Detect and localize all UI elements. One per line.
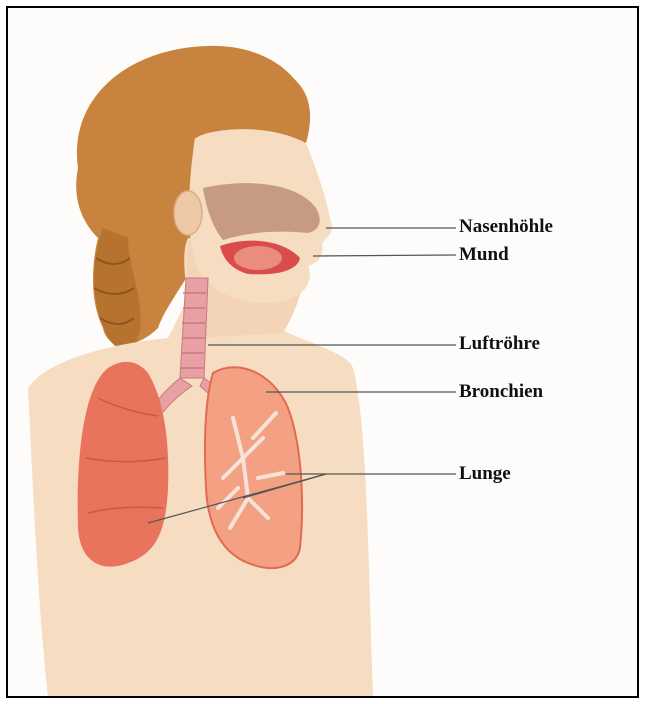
ear bbox=[174, 191, 202, 235]
label-bronchien: Bronchien bbox=[459, 381, 543, 403]
label-lunge: Lunge bbox=[459, 463, 511, 485]
label-luftroehre: Luftröhre bbox=[459, 333, 540, 355]
respiratory-system-illustration bbox=[8, 8, 637, 696]
label-nasenhoehle: Nasenhöhle bbox=[459, 216, 553, 238]
diagram-frame: Nasenhöhle Mund Luftröhre Bronchien Lung… bbox=[6, 6, 639, 698]
label-mund: Mund bbox=[459, 244, 509, 266]
